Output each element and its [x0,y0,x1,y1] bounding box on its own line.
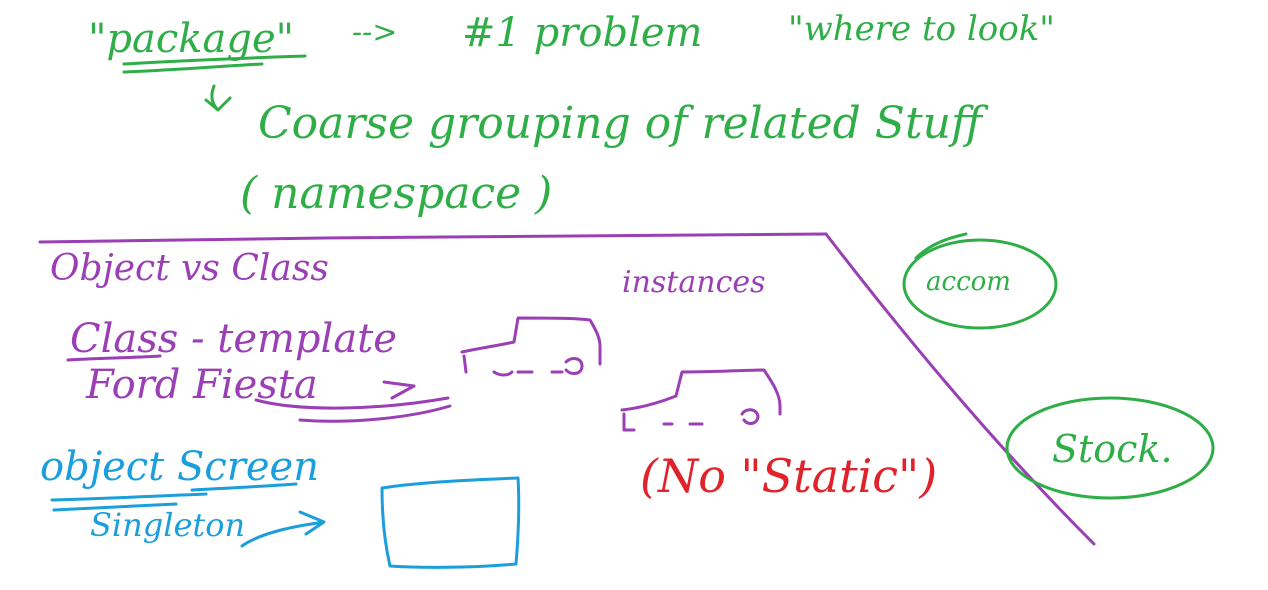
accom-oval-tail [914,232,968,260]
accom-oval [902,238,1058,330]
note-object-screen: object Screen [40,444,319,490]
package-underline [122,54,307,74]
diagonal-line [824,232,1096,546]
car-drawing [620,368,782,432]
note-accom: accom [926,267,1011,297]
note-problem: #1 problem [462,10,703,56]
divider-line [38,232,828,244]
arrow-to-car [254,380,452,423]
note-no-static: (No "Static") [640,449,937,503]
car-drawing [460,316,602,377]
note-stock: Stock. [1052,427,1173,471]
note-singleton: Singleton [90,506,245,544]
object-screen-underline [50,482,298,512]
note-arrow: --> [352,15,397,50]
note-package: "package" [88,16,294,62]
note-instances: instances [622,265,766,300]
arrow-to-screen [240,510,326,548]
note-class-template: Class - template [70,316,397,362]
down-arrow-icon [204,84,232,112]
note-coarse-grouping: Coarse grouping of related Stuff [258,98,989,149]
note-where-to-look: "where to look" [788,9,1055,49]
class-underline [66,354,162,362]
note-object-vs-class: Object vs Class [50,248,329,289]
note-namespace: ( namespace ) [240,168,552,219]
stock-oval [1005,396,1215,500]
note-ford-fiesta: Ford Fiesta [85,362,318,408]
screen-box [380,476,521,569]
